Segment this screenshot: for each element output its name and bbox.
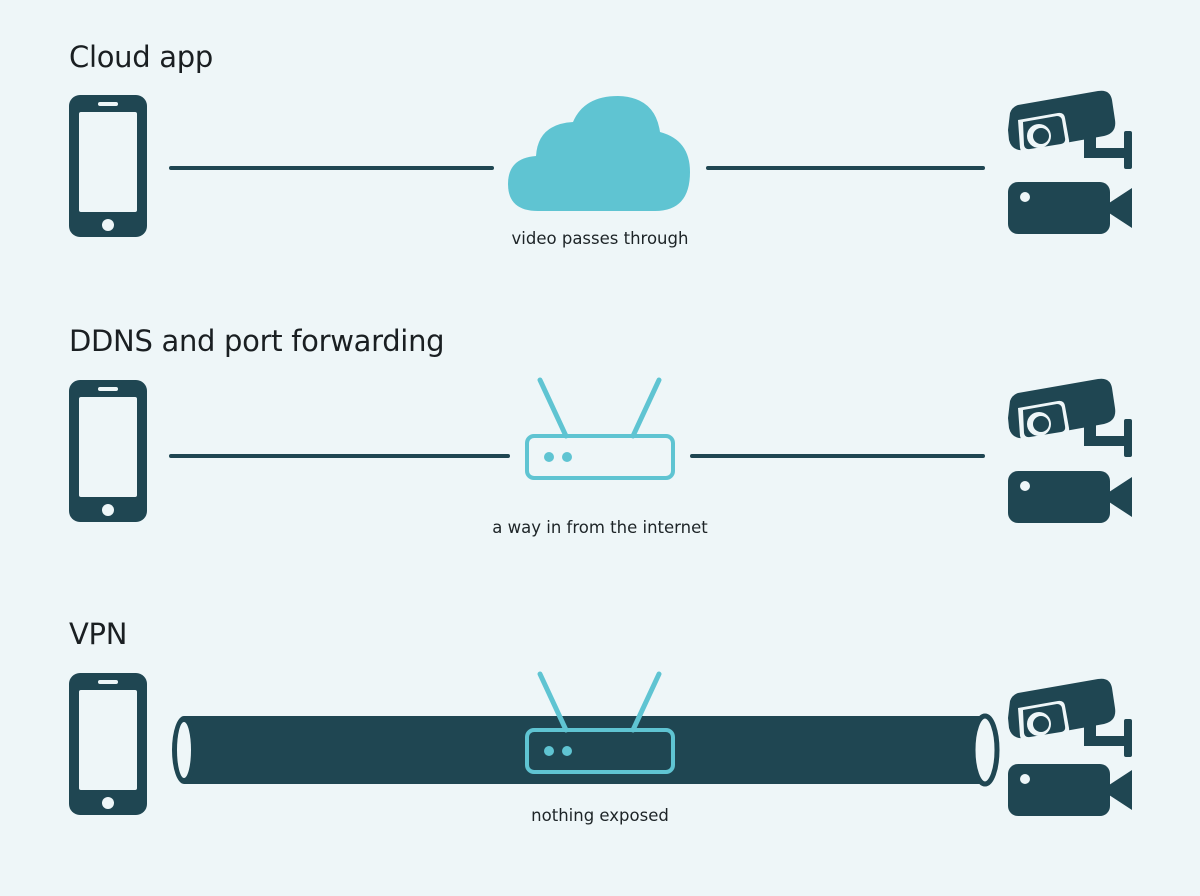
video-camera-icon bbox=[1008, 764, 1132, 816]
caption-ddns: a way in from the internet bbox=[492, 518, 708, 537]
section-title-ddns: DDNS and port forwarding bbox=[69, 324, 445, 358]
security-camera-icon bbox=[1008, 378, 1132, 457]
caption-vpn: nothing exposed bbox=[531, 806, 669, 825]
section-title-vpn: VPN bbox=[69, 617, 128, 651]
security-camera-icon bbox=[1008, 678, 1132, 757]
phone-icon bbox=[69, 673, 147, 815]
cloud-icon bbox=[508, 96, 690, 211]
security-camera-icon bbox=[1008, 90, 1132, 169]
section-title-cloud-app: Cloud app bbox=[69, 40, 213, 74]
phone-icon bbox=[69, 380, 147, 522]
caption-cloud-app: video passes through bbox=[511, 229, 689, 248]
video-camera-icon bbox=[1008, 182, 1132, 234]
phone-icon bbox=[69, 95, 147, 237]
router-icon bbox=[527, 380, 673, 478]
video-camera-icon bbox=[1008, 471, 1132, 523]
